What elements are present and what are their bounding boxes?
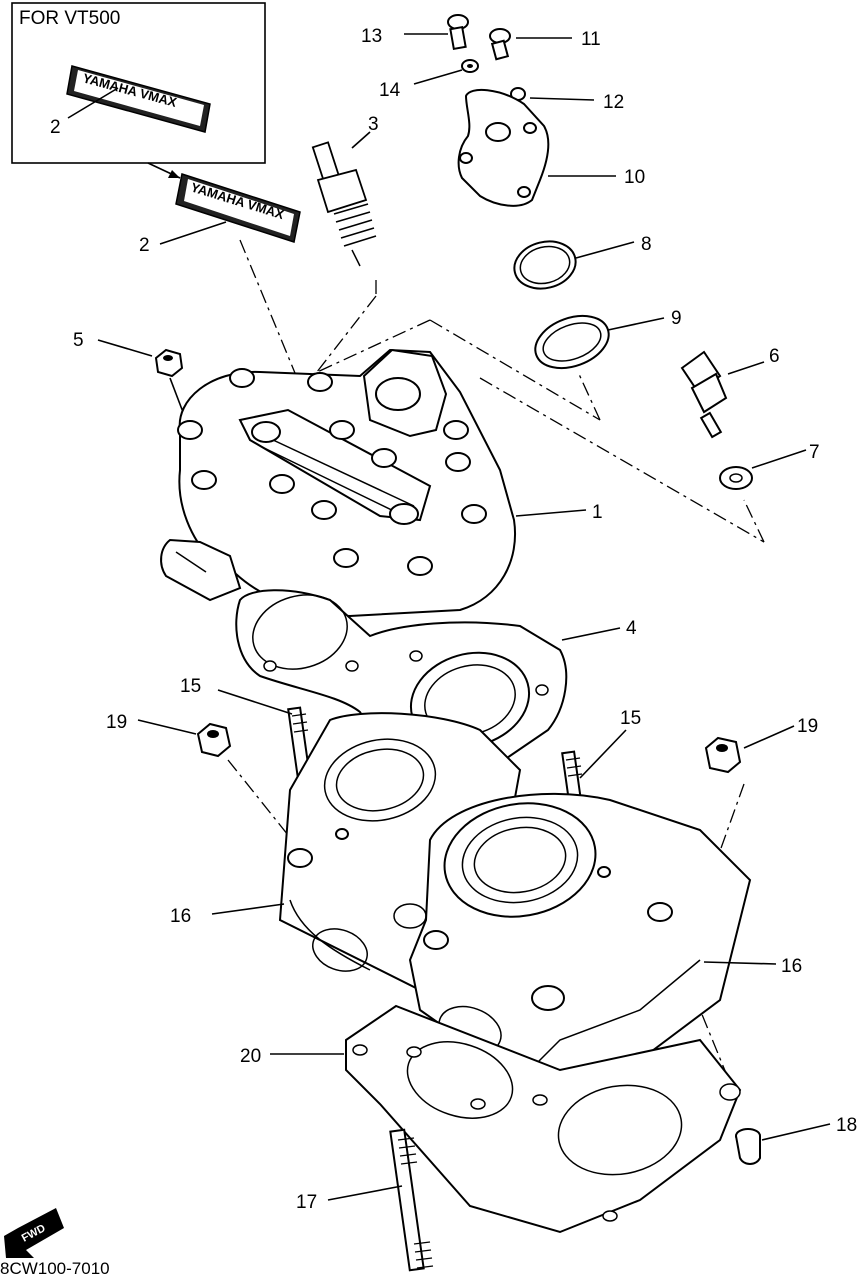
- callout-7: 7: [809, 442, 820, 463]
- callout-16-left: 16: [170, 906, 191, 927]
- callout-4: 4: [626, 618, 637, 639]
- callout-5: 5: [73, 330, 84, 351]
- callout-10: 10: [624, 167, 645, 188]
- inset-decal: YAMAHA VMAX: [66, 65, 211, 133]
- callout-11: 11: [581, 29, 601, 50]
- washer-7: 7: [719, 442, 820, 490]
- callout-15-left: 15: [180, 676, 201, 697]
- callout-19-left: 19: [106, 712, 127, 733]
- callout-13: 13: [361, 26, 382, 47]
- callout-3: 3: [368, 114, 379, 135]
- callout-1: 1: [592, 502, 603, 523]
- spark-plug: 3: [263, 114, 379, 441]
- base-gasket: 20: [240, 1004, 742, 1234]
- head-gasket: 4: [235, 589, 637, 774]
- temperature-sensor: 6: [680, 346, 780, 439]
- callout-16-right: 16: [781, 956, 802, 977]
- nut-19-left: 19: [106, 712, 232, 758]
- cylinder-head: 1: [160, 348, 603, 618]
- callout-20: 20: [240, 1046, 261, 1067]
- thermostat-ring: 9: [534, 308, 682, 370]
- diagram-code: 8CW100-7010: [0, 1259, 110, 1277]
- callout-9: 9: [671, 308, 682, 329]
- callout-14: 14: [379, 80, 401, 101]
- callout-12: 12: [603, 92, 624, 113]
- dowel-pin: 18: [735, 1115, 857, 1165]
- callout-2: 2: [139, 235, 150, 256]
- callout-8: 8: [641, 234, 652, 255]
- inset-title: FOR VT500: [19, 8, 120, 29]
- forward-arrow-icon: FWD: [4, 1208, 64, 1258]
- callout-18: 18: [836, 1115, 857, 1136]
- inset-panel: FOR VT500 YAMAHA VMAX 2: [11, 2, 266, 179]
- cylinder-right: 16: [408, 792, 802, 1092]
- decal-part: YAMAHA VMAX 2: [139, 173, 327, 449]
- callout-inset-2: 2: [50, 117, 61, 138]
- stud-17: 17: [296, 1128, 434, 1272]
- callout-6: 6: [769, 346, 780, 367]
- callout-15-right: 15: [620, 708, 641, 729]
- callout-19-right: 19: [797, 716, 818, 737]
- nut-5: 5: [73, 330, 187, 421]
- o-ring: 8: [513, 234, 652, 290]
- nut-19-right: 19: [704, 716, 818, 774]
- thermostat-cover: 10: [457, 88, 645, 207]
- callout-17: 17: [296, 1192, 317, 1213]
